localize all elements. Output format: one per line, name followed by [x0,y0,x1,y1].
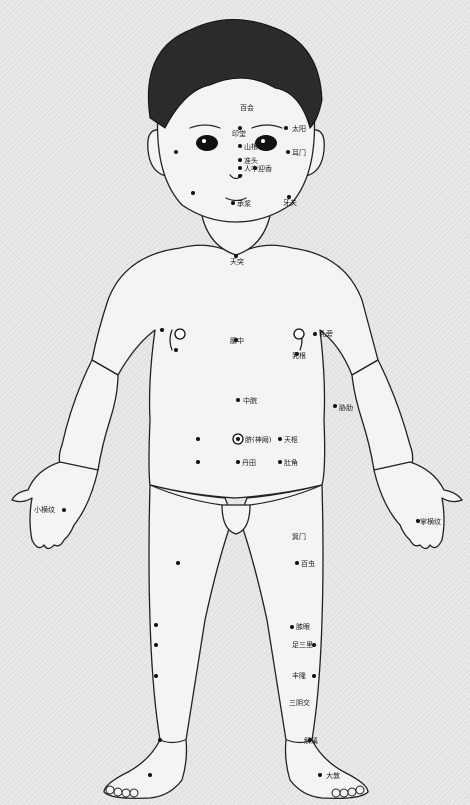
label-yafeng: 牙关 [283,199,297,207]
label-xielei: 胁肋 [339,404,353,412]
label-baichong: 百虫 [301,560,315,568]
left-eye [196,135,218,151]
label-tianshu: 天枢 [284,436,298,444]
label-renzhong: 人中 [244,165,258,173]
label-sanyinjiao: 三阴交 [289,699,310,707]
label-yintang: 印堂 [232,130,246,138]
label-baihui: 百会 [240,104,254,112]
label-erhoumen: 耳门 [292,149,306,157]
left-arm [59,360,118,470]
right-arm [352,360,413,470]
label-tiantu: 天突 [230,258,244,266]
label-rugen: 乳根 [292,352,306,360]
right-hand [374,462,462,549]
label-fenglong: 丰隆 [292,672,306,680]
label-dadun: 大敦 [326,772,340,780]
label-chengjiang: 承浆 [237,200,251,208]
label-dujiao: 肚角 [284,459,298,467]
torso [92,245,378,498]
right-nipple [294,329,304,339]
label-hand-left: 小横纹 [34,506,55,514]
label-jiexi: 解溪 [304,737,318,745]
label-shangen: 山根 [244,143,258,151]
label-taiyang: 太阳 [292,125,306,133]
left-leg [104,485,232,798]
label-yingxiang: 迎香 [258,165,272,173]
label-qihai: 脐(神阙) [245,436,271,444]
label-hand-right: 掌横纹 [420,518,441,526]
label-zusanli: 足三里 [292,641,313,649]
left-hand [12,462,98,549]
label-jimen: 箕门 [292,533,306,541]
label-xiyan: 膝眼 [296,623,310,631]
label-zhongwan: 中脘 [243,397,257,405]
label-rupang: 乳旁 [319,330,333,338]
right-eye [255,135,277,151]
label-danzhong: 膻中 [230,337,244,345]
label-zhunjiao: 准头 [244,157,258,165]
label-dantian: 丹田 [242,459,256,467]
left-nipple [175,329,185,339]
